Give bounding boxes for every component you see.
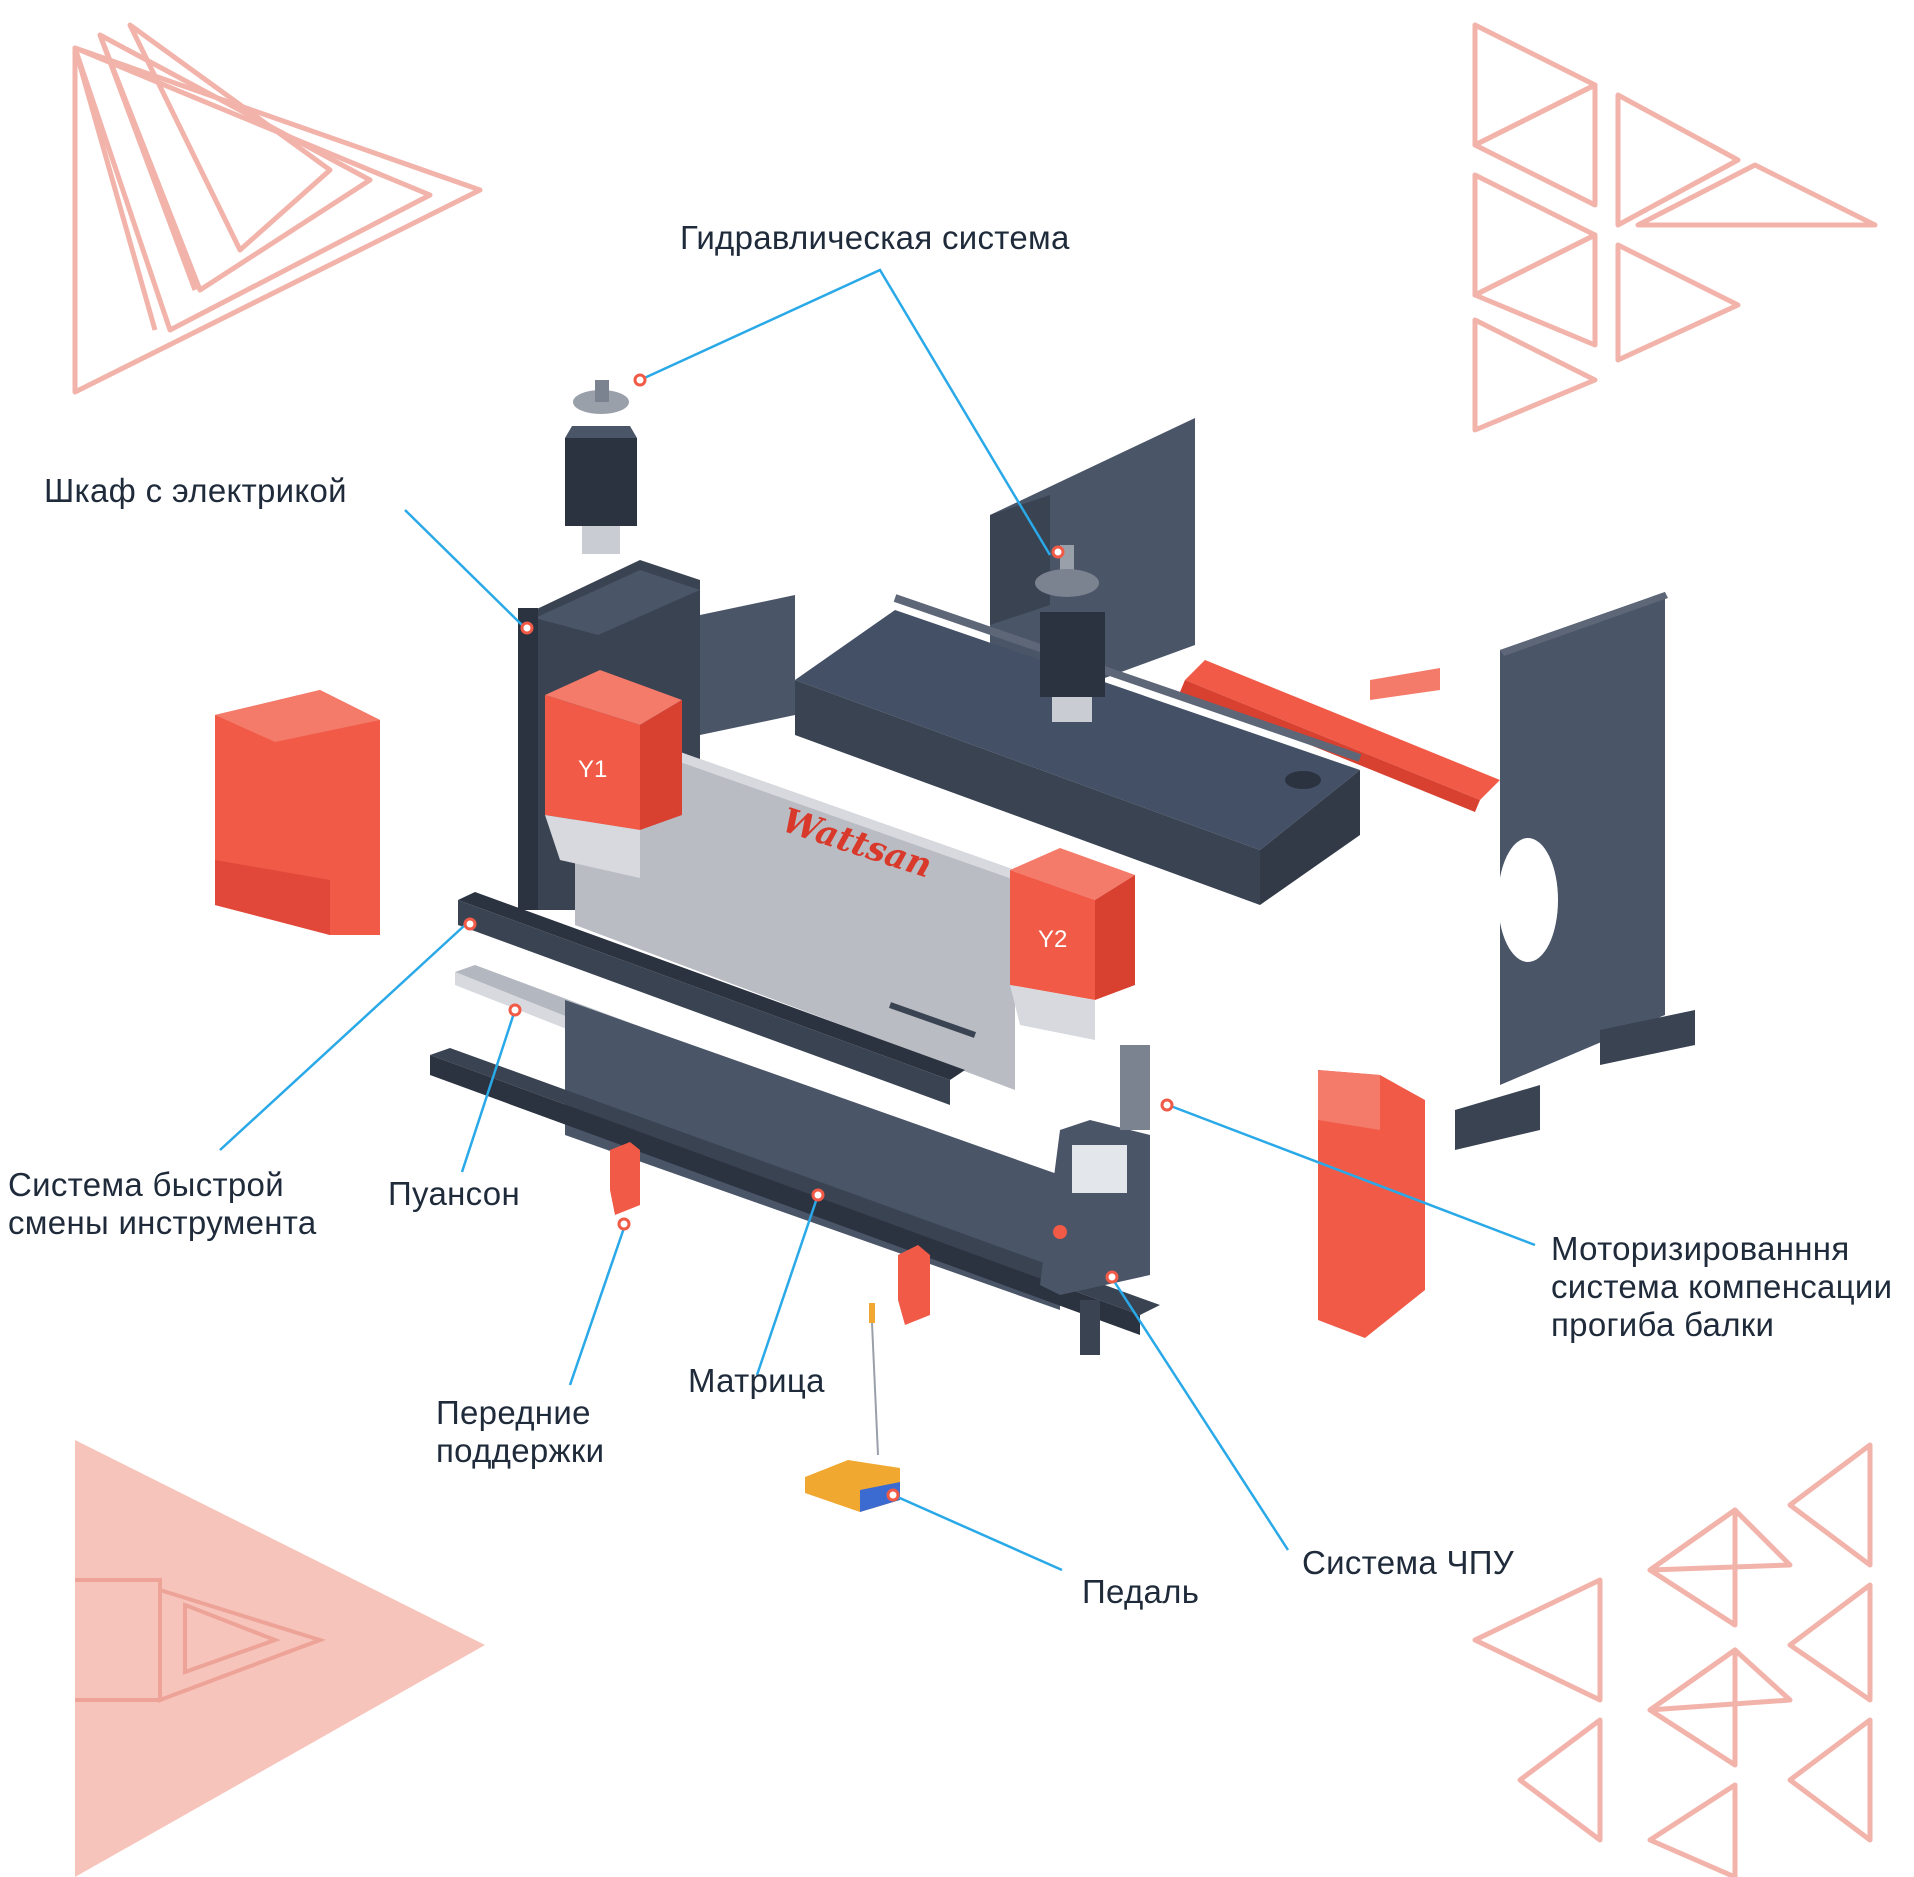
label-quick-change-system: Система быстрой смены инструмента: [8, 1166, 317, 1241]
lower-beam-and-die: [430, 1000, 1160, 1355]
callout-line-pedal: [892, 1493, 1063, 1572]
cylinder-y2-cover: Y2: [1010, 848, 1135, 1040]
callout-line-die: [755, 1194, 820, 1376]
pedal: [805, 1303, 900, 1512]
label-hydraulic-system: Гидравлическая система: [680, 219, 1070, 256]
marker-hydraulic-right: [1051, 545, 1065, 559]
marker-cnc: [1105, 1270, 1119, 1284]
marker-die: [811, 1188, 825, 1202]
callout-line-hydraulic: [639, 268, 1052, 556]
marker-pedal: [886, 1488, 900, 1502]
label-die: Матрица: [688, 1362, 825, 1399]
marker-hydraulic-left: [633, 373, 647, 387]
decor-triangles-bottom-left: [75, 1440, 485, 1877]
marker-crowning: [1160, 1098, 1174, 1112]
callout-line-front-supports: [568, 1224, 627, 1386]
right-side-frame: [1455, 592, 1695, 1150]
front-ram-plate: [575, 715, 1015, 1090]
hydraulic-unit-right: [1035, 545, 1105, 722]
label-punch: Пуансон: [388, 1175, 520, 1212]
label-cnc-system: Система ЧПУ: [1302, 1544, 1515, 1581]
quick-change-clamps: [458, 892, 965, 1105]
hydraulic-unit-left: [565, 380, 637, 554]
decor-triangles-top-right: [1472, 22, 1878, 433]
marker-quick-change: [463, 917, 477, 931]
decor-triangles-top-left: [72, 22, 483, 395]
label-electrical-cabinet: Шкаф с электрикой: [44, 472, 347, 509]
marker-cabinet: [520, 621, 534, 635]
front-support-brackets: [610, 1142, 930, 1325]
right-side-cover: [1318, 1070, 1425, 1338]
decor-triangles-bottom-right: [1472, 1442, 1873, 1877]
label-front-supports: Передние поддержки: [436, 1394, 605, 1469]
y1-mark: Y1: [578, 756, 607, 783]
callout-markers: [463, 373, 1174, 1502]
callout-line-punch: [460, 1009, 517, 1173]
label-crowning-system: Моторизированння система компенсации про…: [1551, 1230, 1893, 1343]
cylinder-y1-cover: Y1: [545, 670, 682, 878]
callout-line-quick-change: [219, 924, 466, 1151]
y2-mark: Y2: [1038, 926, 1067, 953]
left-side-cover: [215, 690, 380, 935]
callout-line-cnc: [1110, 1277, 1290, 1551]
cnc-controller: [1040, 1045, 1150, 1295]
label-pedal: Педаль: [1082, 1573, 1200, 1610]
callout-lines: [219, 268, 1536, 1572]
marker-front-supports: [617, 1217, 631, 1231]
callout-line-cabinet: [404, 509, 526, 629]
marker-punch: [508, 1003, 522, 1017]
callout-line-crowning: [1167, 1103, 1536, 1247]
upper-beam: [795, 594, 1362, 905]
